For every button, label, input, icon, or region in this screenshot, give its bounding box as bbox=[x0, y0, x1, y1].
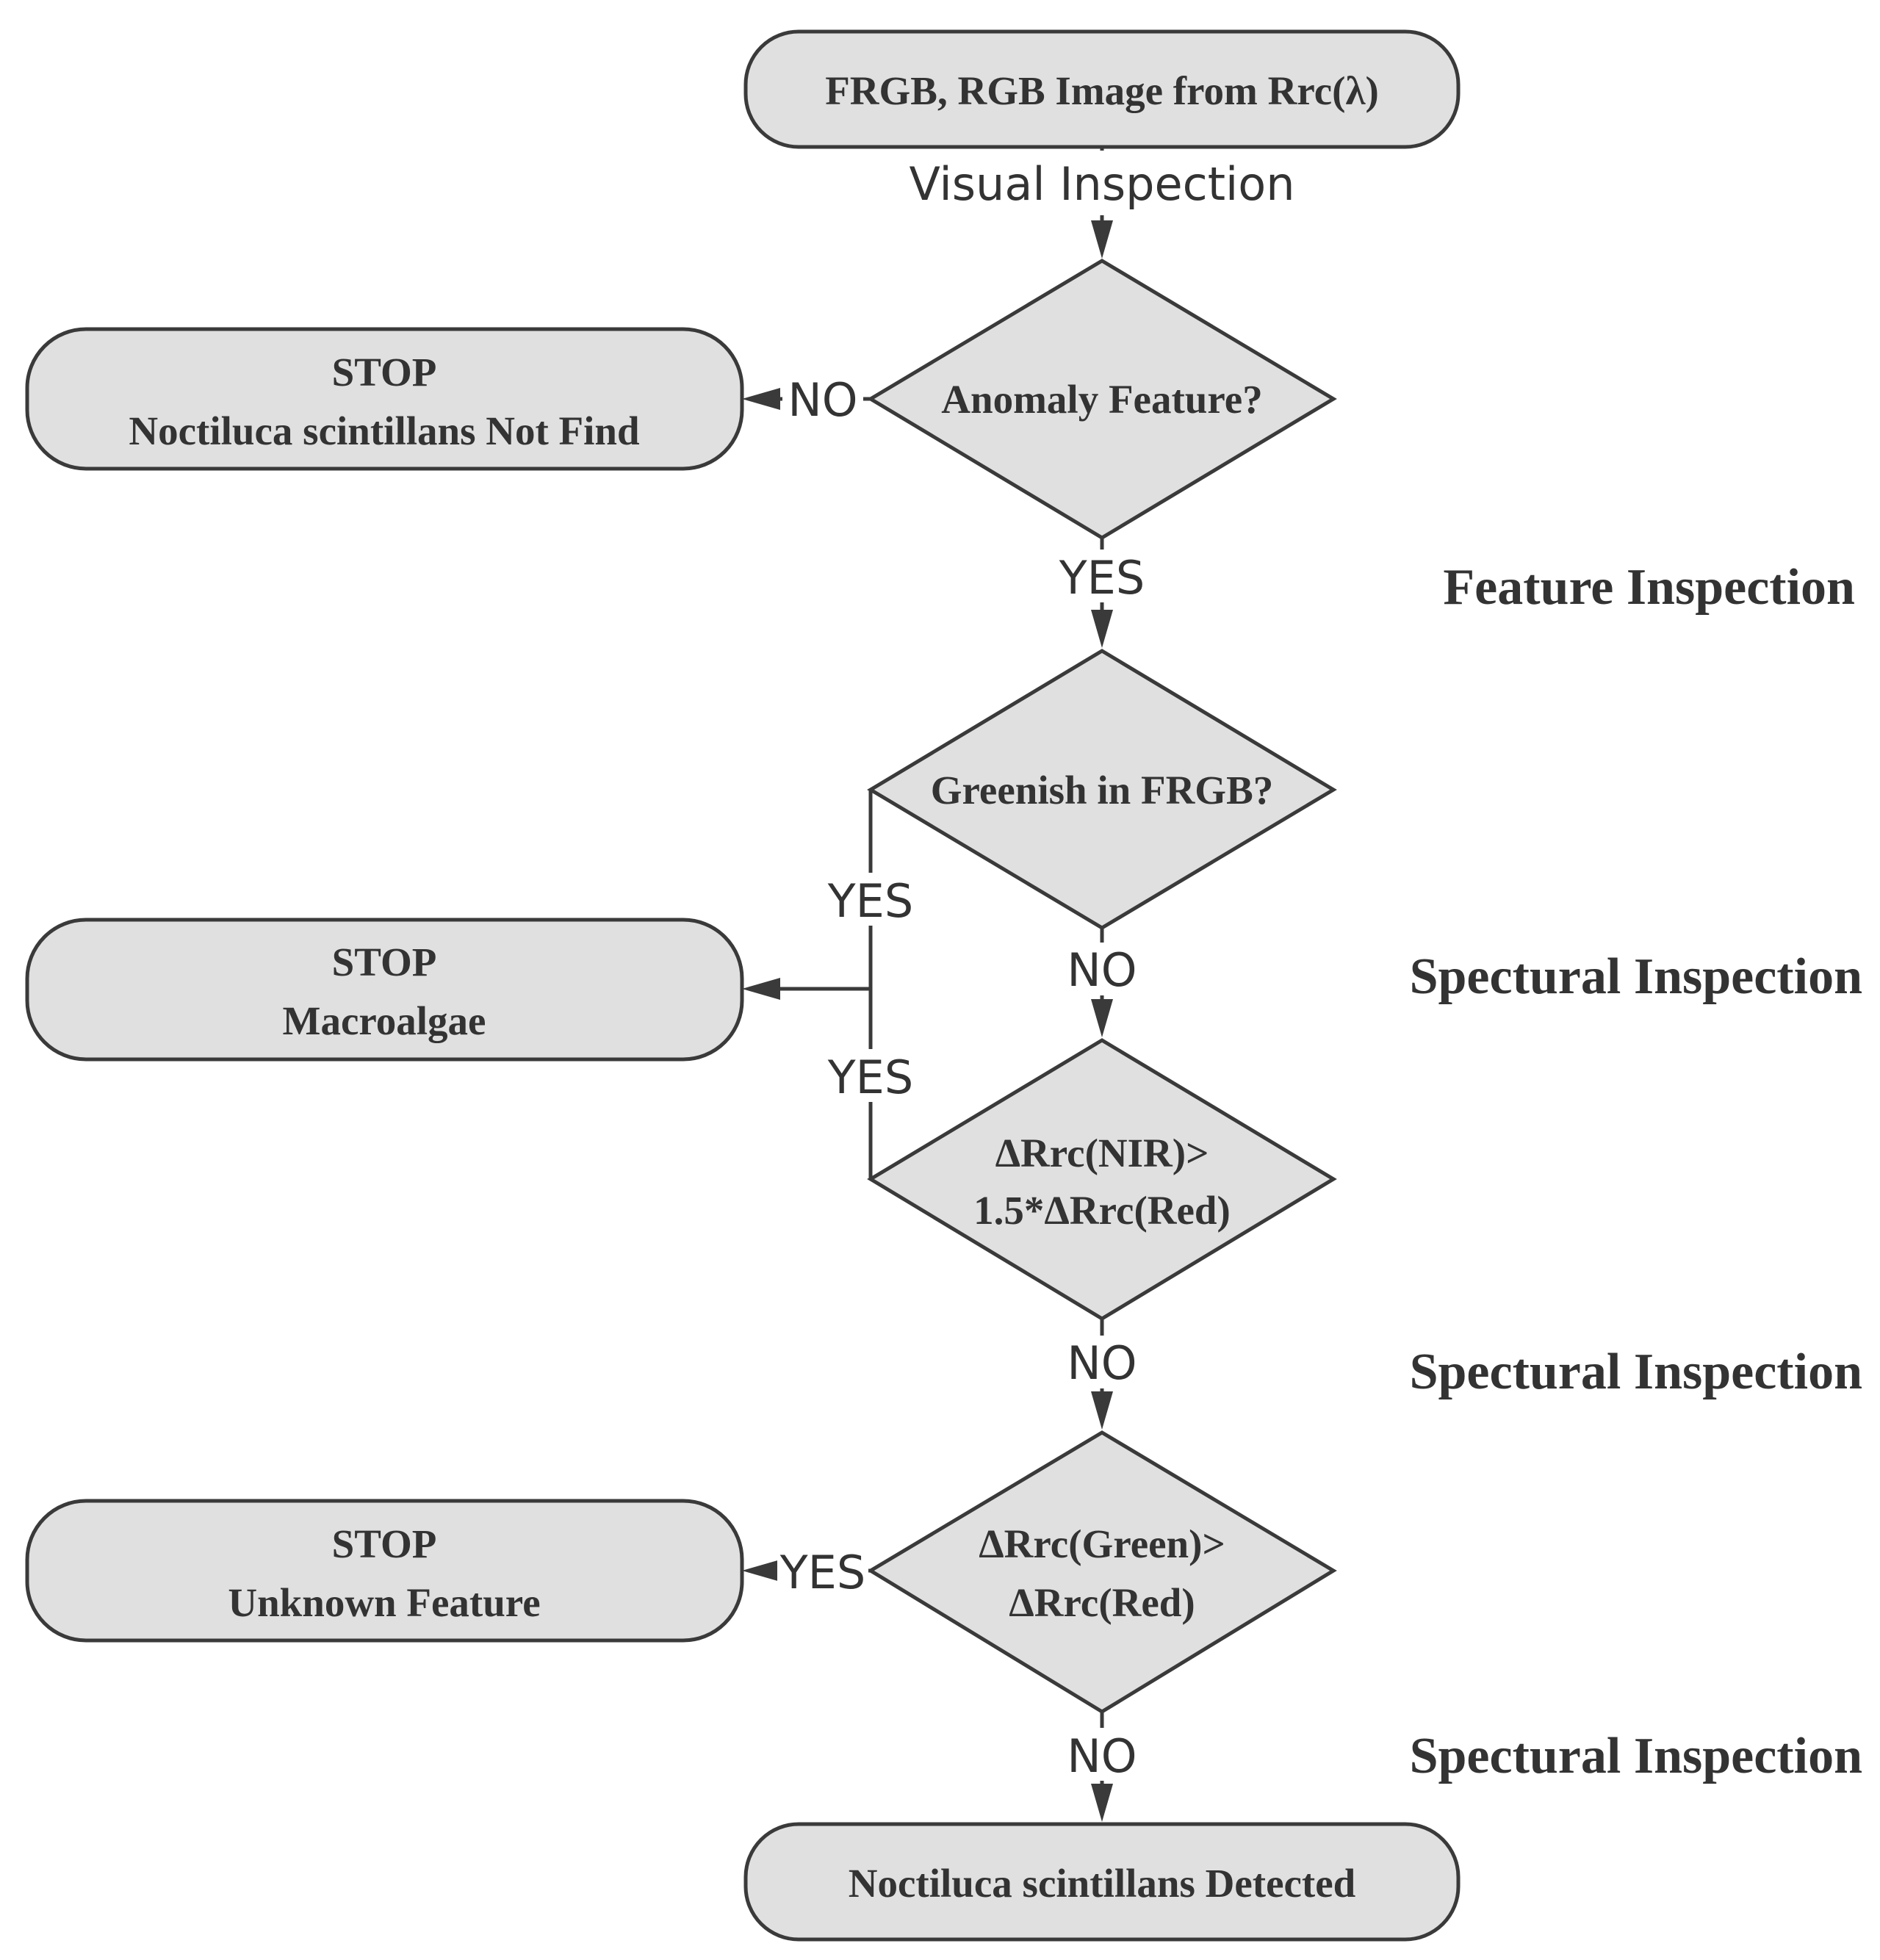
node-anomaly-decision: Anomaly Feature? bbox=[867, 259, 1337, 540]
label-green-no: NO bbox=[1067, 1729, 1137, 1783]
node-stop-not-find-line1: STOP bbox=[332, 350, 437, 394]
node-detected-text: Noctiluca scintillans Detected bbox=[849, 1861, 1355, 1906]
node-stop-not-find-line2: Noctiluca scintillans Not Find bbox=[129, 408, 639, 453]
node-stop-not-find: STOP Noctiluca scintillans Not Find bbox=[25, 327, 744, 471]
arrowhead bbox=[742, 978, 780, 1000]
arrowhead bbox=[1091, 220, 1113, 259]
node-stop-unknown: STOP Unknown Feature bbox=[25, 1499, 744, 1643]
node-stop-macroalgae-line1: STOP bbox=[332, 940, 437, 984]
arrowhead bbox=[1091, 610, 1113, 648]
stage-labels: Feature Inspection Spectural Inspection … bbox=[1410, 559, 1862, 1784]
stage-spectral-inspection-1: Spectural Inspection bbox=[1410, 948, 1862, 1005]
node-anomaly-text: Anomaly Feature? bbox=[941, 377, 1262, 422]
label-green-yes: YES bbox=[779, 1546, 865, 1599]
label-nir-yes: YES bbox=[827, 1051, 913, 1104]
node-start-text: FRGB, RGB Image from Rrc(λ) bbox=[825, 68, 1379, 113]
arrowhead bbox=[1091, 1391, 1113, 1430]
node-greenish-decision: Greenish in FRGB? bbox=[867, 649, 1337, 930]
node-green-red-line2: ΔRrc(Red) bbox=[1009, 1580, 1195, 1625]
arrowhead bbox=[1091, 1784, 1113, 1822]
label-nir-no: NO bbox=[1067, 1336, 1137, 1390]
node-stop-unknown-line2: Unknown Feature bbox=[228, 1580, 540, 1625]
node-start: FRGB, RGB Image from Rrc(λ) bbox=[743, 29, 1461, 149]
arrowhead bbox=[742, 1560, 780, 1582]
label-visual-inspection: Visual Inspection bbox=[909, 157, 1294, 211]
node-green-red-line1: ΔRrc(Green)> bbox=[979, 1521, 1225, 1566]
label-greenish-yes: YES bbox=[827, 874, 913, 928]
stage-spectral-inspection-3: Spectural Inspection bbox=[1410, 1728, 1862, 1784]
node-nir-red-line1: ΔRrc(NIR)> bbox=[995, 1131, 1209, 1175]
arrowhead bbox=[742, 388, 780, 410]
node-green-red-decision: ΔRrc(Green)> ΔRrc(Red) bbox=[867, 1430, 1337, 1714]
node-greenish-text: Greenish in FRGB? bbox=[931, 768, 1274, 813]
label-anomaly-no: NO bbox=[788, 373, 857, 427]
node-stop-unknown-line1: STOP bbox=[332, 1521, 437, 1566]
edge-labels: Visual Inspection NO YES YES NO YES NO Y… bbox=[777, 151, 1295, 1783]
node-detected: Noctiluca scintillans Detected bbox=[743, 1822, 1461, 1942]
node-stop-macroalgae: STOP Macroalgae bbox=[25, 918, 744, 1062]
label-anomaly-yes: YES bbox=[1059, 551, 1145, 605]
stage-feature-inspection: Feature Inspection bbox=[1443, 559, 1855, 616]
node-nir-red-line2: 1.5*ΔRrc(Red) bbox=[973, 1188, 1231, 1233]
node-nir-red-decision: ΔRrc(NIR)> 1.5*ΔRrc(Red) bbox=[867, 1038, 1337, 1321]
stage-spectral-inspection-2: Spectural Inspection bbox=[1410, 1344, 1862, 1400]
node-stop-macroalgae-line2: Macroalgae bbox=[283, 998, 486, 1043]
label-greenish-no: NO bbox=[1067, 943, 1137, 997]
arrowhead bbox=[1091, 999, 1113, 1037]
